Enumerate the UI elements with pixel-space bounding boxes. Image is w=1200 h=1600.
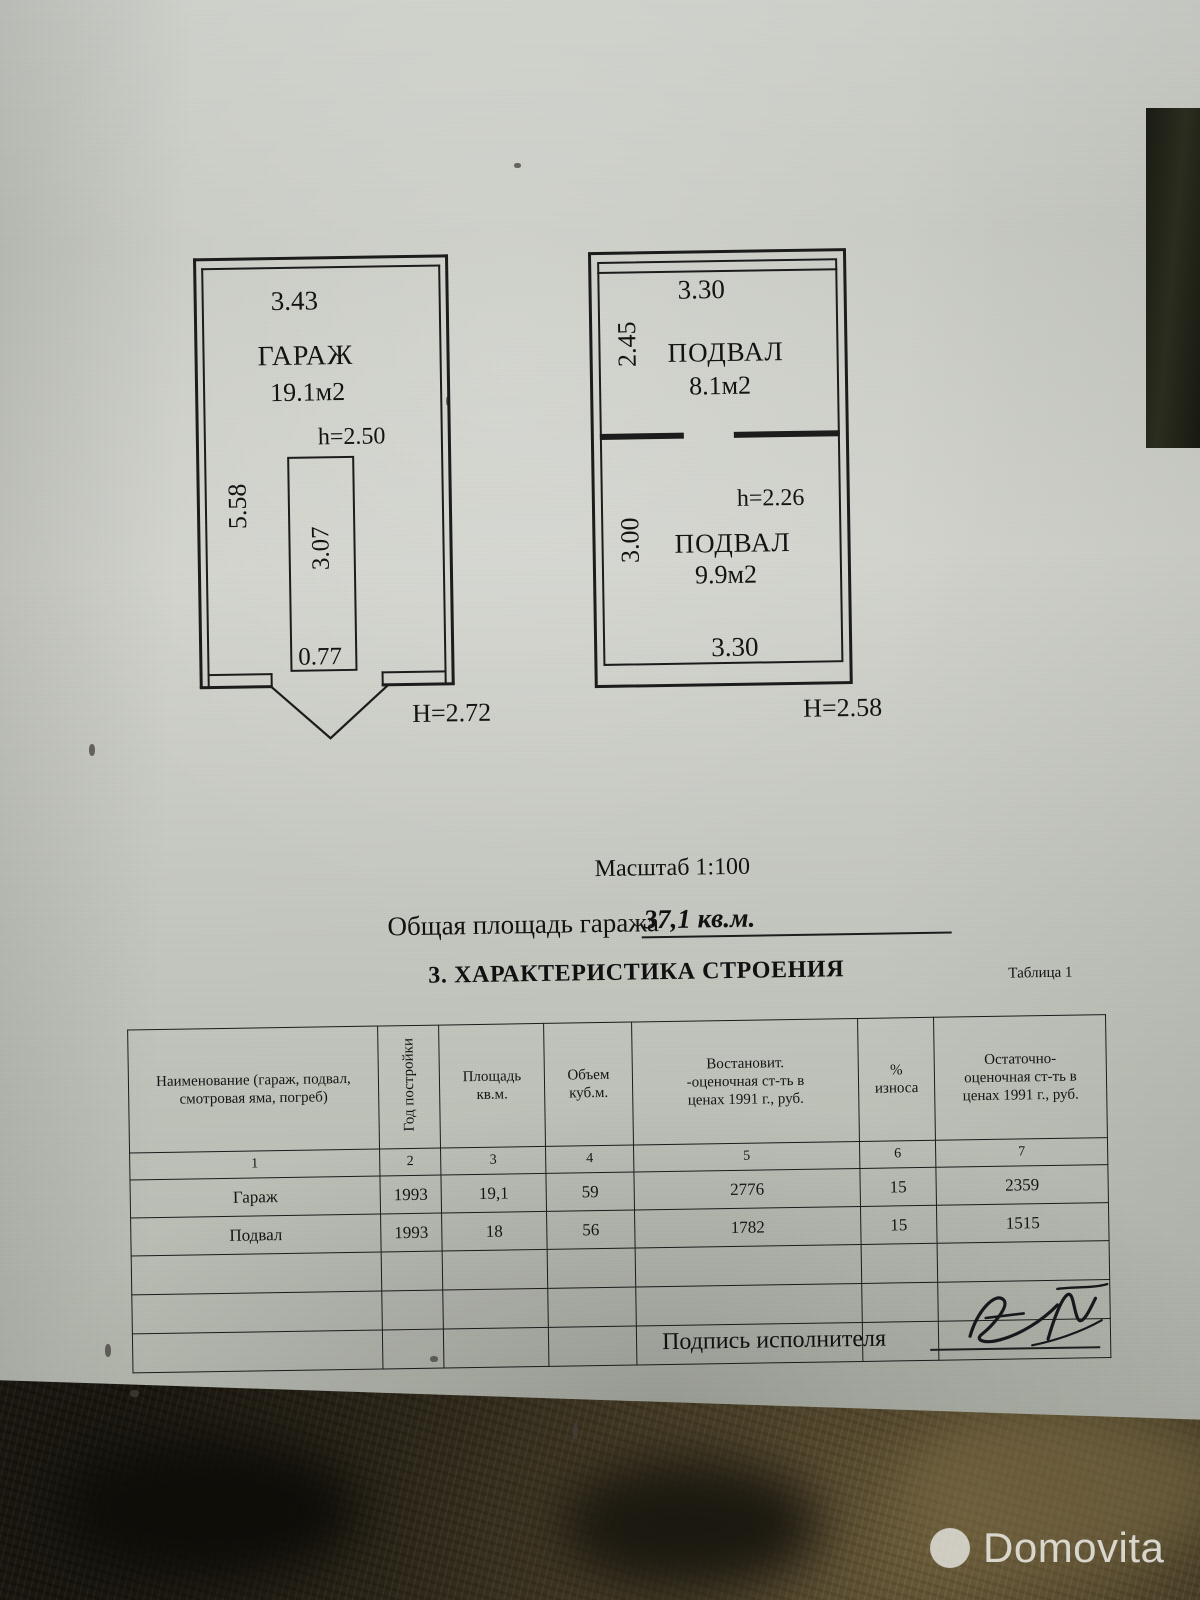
- th-name-text: Наименование (гараж, подвал, смотровая я…: [155, 1070, 351, 1108]
- basement-outer-height: H=2.58: [802, 692, 883, 723]
- th-year-text: Год постройки: [400, 1037, 418, 1132]
- dust-speck: [105, 1344, 111, 1357]
- th-restoration-line3: ценах 1991 г., руб.: [687, 1090, 804, 1109]
- paper-right-notch: [1146, 108, 1200, 448]
- colnum-7: 7: [935, 1137, 1108, 1168]
- colnum-2: 2: [379, 1148, 441, 1177]
- document-content: 3.43 ГАРАЖ 19.1м2 h=2.50 5.58 3.07 0.77 …: [127, 248, 1111, 1373]
- watermark-text: Domovita: [983, 1524, 1165, 1571]
- executor-signature: [968, 1282, 1109, 1347]
- signature-label: Подпись исполнителя: [661, 1325, 887, 1356]
- cell-year: 1993: [379, 1175, 442, 1215]
- th-wear-percent: % износа: [857, 1017, 936, 1142]
- colnum-3: 3: [440, 1146, 546, 1176]
- cell-area: [442, 1288, 549, 1330]
- floor-blotch: [60, 1440, 360, 1580]
- cell-restoration: 1782: [634, 1206, 862, 1249]
- th-name: Наименование (гараж, подвал, смотровая я…: [127, 1026, 380, 1153]
- cell-name: Подвал: [130, 1214, 382, 1256]
- dust-speck: [446, 396, 450, 406]
- cell-year: [381, 1290, 444, 1330]
- cell-volume: [548, 1326, 637, 1367]
- scale-note: Масштаб 1:100: [594, 853, 751, 883]
- th-volume: Объем куб.м.: [543, 1022, 634, 1147]
- total-area-value: 37,1 кв.м.: [643, 902, 756, 935]
- th-volume-line1: Объем: [567, 1066, 610, 1084]
- basement-dim-left-lower: 3.00: [615, 517, 645, 564]
- basement-dim-bottom: 3.30: [710, 631, 759, 663]
- cell-wear: 15: [860, 1205, 938, 1245]
- circle-dot-icon: [930, 1528, 970, 1568]
- th-volume-line2: куб.м.: [569, 1084, 609, 1102]
- basement-upper-area: 8.1м2: [688, 370, 752, 401]
- cell-name: [131, 1252, 382, 1295]
- cell-name: [132, 1329, 383, 1373]
- th-area-line2: кв.м.: [476, 1086, 508, 1103]
- colnum-4: 4: [545, 1145, 634, 1174]
- th-restoration-value: Востановит. -оценочная ст-ть в ценах 199…: [631, 1018, 860, 1146]
- th-area-line1: Площадь: [462, 1067, 522, 1085]
- cell-volume: 59: [545, 1172, 635, 1212]
- th-residual-value: Остаточно- оценочная ст-ть в ценах 1991 …: [933, 1014, 1108, 1141]
- basement-inner-height: h=2.26: [736, 484, 805, 512]
- cell-residual: 1515: [936, 1202, 1110, 1244]
- basement-inner-wall: [597, 258, 844, 666]
- basement-lower-area: 9.9м2: [694, 559, 758, 590]
- cell-wear: [861, 1282, 939, 1323]
- cell-restoration: [635, 1283, 863, 1327]
- dust-speck: [573, 1423, 578, 1439]
- table-header-row: Наименование (гараж, подвал, смотровая я…: [127, 1014, 1108, 1153]
- garage-room-name: ГАРАЖ: [257, 339, 354, 373]
- dust-speck: [89, 744, 95, 756]
- basement-lower-name: ПОДВАЛ: [674, 526, 791, 559]
- garage-dim-top: 3.43: [270, 285, 319, 317]
- garage-inner-height: h=2.50: [317, 423, 386, 451]
- garage-outer-height: H=2.72: [411, 697, 492, 728]
- th-wear-line1: %: [889, 1061, 903, 1079]
- th-area: Площадь кв.м.: [438, 1023, 546, 1149]
- table-caption: Таблица 1: [1008, 964, 1073, 982]
- garage-gate-swing-icon: [271, 684, 389, 740]
- cell-year: [381, 1251, 443, 1292]
- total-area-label: Общая площадь гаража: [387, 907, 660, 942]
- cell-name: Гараж: [129, 1176, 381, 1218]
- garage-pit-length: 3.07: [307, 526, 335, 571]
- cell-area: 18: [441, 1211, 548, 1252]
- dust-speck: [430, 1356, 438, 1362]
- dust-speck: [130, 1390, 139, 1397]
- cell-year: [382, 1329, 444, 1369]
- garage-pit-width: 0.77: [298, 643, 343, 671]
- cell-residual: 2359: [935, 1164, 1109, 1206]
- colnum-1: 1: [129, 1149, 380, 1180]
- garage-dim-left: 5.58: [222, 483, 253, 530]
- cell-wear: [861, 1243, 938, 1284]
- basement-dim-left-upper: 2.45: [612, 321, 642, 368]
- basement-dim-top: 3.30: [677, 273, 726, 305]
- cell-volume: 56: [546, 1210, 636, 1250]
- th-year: Год постройки: [377, 1025, 441, 1150]
- cell-name: [131, 1291, 383, 1334]
- th-residual-line3: ценах 1991 г., руб.: [962, 1086, 1079, 1105]
- cell-area: [442, 1249, 548, 1291]
- watermark: Domovita: [930, 1524, 1164, 1572]
- garage-room-area: 19.1м2: [269, 376, 346, 408]
- section-title: 3. ХАРАКТЕРИСТИКА СТРОЕНИЯ: [428, 956, 845, 989]
- dust-speck: [514, 163, 521, 168]
- cell-restoration: [635, 1244, 862, 1288]
- colnum-5: 5: [633, 1141, 860, 1173]
- cell-area: 19,1: [440, 1173, 547, 1214]
- cell-wear: 15: [859, 1167, 937, 1207]
- colnum-6: 6: [859, 1140, 936, 1169]
- cell-residual: [937, 1240, 1110, 1283]
- cell-year: 1993: [380, 1213, 443, 1253]
- cell-restoration: 2776: [633, 1168, 861, 1211]
- floor-blotch: [560, 1460, 820, 1590]
- cell-volume: [547, 1248, 636, 1289]
- basement-upper-name: ПОДВАЛ: [667, 336, 784, 368]
- cell-area: [443, 1327, 549, 1369]
- th-wear-line2: износа: [874, 1080, 919, 1097]
- cell-volume: [547, 1287, 637, 1328]
